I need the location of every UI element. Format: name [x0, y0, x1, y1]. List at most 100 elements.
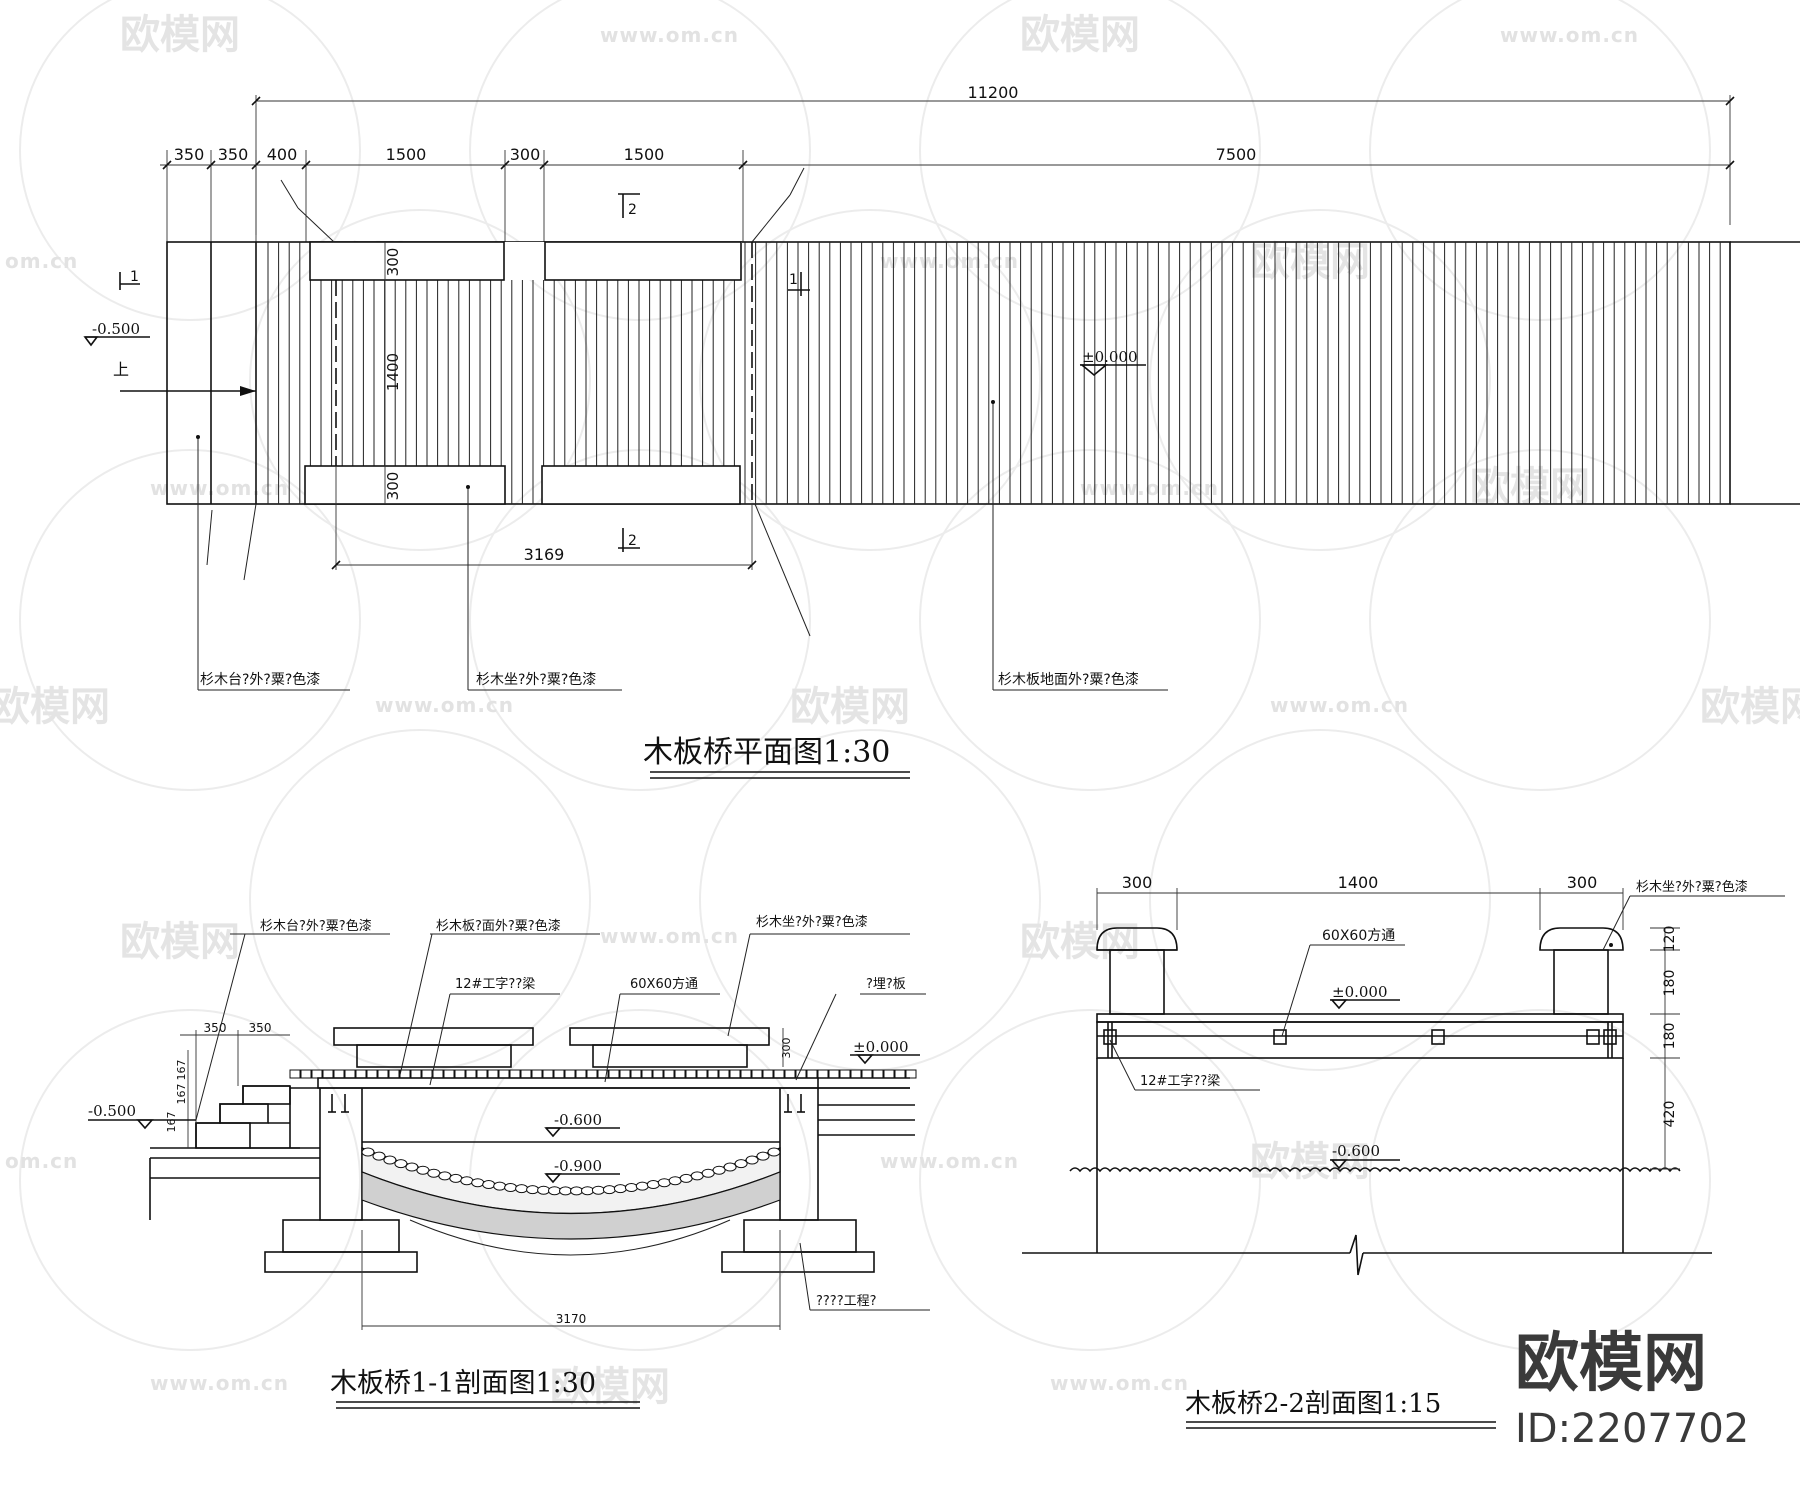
- section-2-2: 300 1400 300: [1022, 873, 1785, 1429]
- section-mark-label: 2: [628, 202, 637, 218]
- deck-board: [300, 1069, 312, 1079]
- pebble: [679, 1173, 693, 1183]
- deck-board: [740, 1069, 752, 1079]
- deck-board: [806, 1069, 818, 1079]
- deck-planks: [267, 242, 1721, 504]
- deck-board: [311, 1069, 323, 1079]
- elev-left: -0.500: [92, 320, 140, 338]
- pebble: [394, 1159, 408, 1169]
- watermark-layer: 欧模网 欧模网 欧模网 欧模网 欧模网 欧模网 欧模网 欧模网 欧模网 欧模网 …: [0, 0, 1800, 1410]
- label-bench: 杉木坐?外?粟?色漆: [1636, 879, 1748, 895]
- watermark-brand: 欧模网: [120, 12, 240, 58]
- deck-board: [729, 1069, 741, 1079]
- elev-m09: -0.900: [554, 1157, 602, 1175]
- pebble: [756, 1151, 770, 1161]
- section22-title: 木板桥2-2剖面图1:15: [1185, 1389, 1441, 1419]
- gravel-layer: [361, 1171, 781, 1240]
- beam-zone: [1096, 1021, 1624, 1059]
- water-wave: [1069, 1167, 1681, 1173]
- section-mark-label: 1: [789, 272, 798, 288]
- dim-350-a: 350: [204, 1021, 227, 1035]
- watermark-brand: 欧模网: [1020, 919, 1140, 965]
- dim-420: 420: [1662, 1101, 1678, 1128]
- deck-board: [531, 1069, 543, 1079]
- section11-title: 木板桥1-1剖面图1:30: [330, 1368, 596, 1399]
- pebble: [657, 1178, 671, 1188]
- model-id: ID:2207702: [1515, 1406, 1749, 1452]
- label-beam: 12#工字??梁: [455, 977, 535, 992]
- label-tube: 60X60方通: [630, 976, 698, 992]
- label-tube: 60X60方通: [1322, 928, 1395, 944]
- brand-logo: 欧模网: [1515, 1327, 1707, 1401]
- label-beam: 12#工字??梁: [1140, 1074, 1220, 1089]
- label-platform: 杉木台?外?粟?色漆: [200, 671, 320, 688]
- section-mark-2-top: [618, 193, 640, 218]
- deck: [1096, 1013, 1624, 1023]
- deck-board: [751, 1069, 763, 1079]
- watermark-url: www.om.cn: [150, 476, 289, 500]
- pebbles: [361, 1147, 781, 1196]
- watermark-url: www.om.cn: [150, 1371, 289, 1395]
- bench-top-left: [309, 241, 505, 281]
- pebble: [548, 1186, 561, 1196]
- deck-board: [894, 1069, 906, 1079]
- deck-board: [630, 1069, 642, 1079]
- elev-m05: -0.500: [88, 1102, 136, 1120]
- dim-180-a: 180: [1662, 970, 1678, 997]
- dim-1500-b: 1500: [624, 145, 665, 164]
- bench-cap-left: [1096, 927, 1178, 951]
- pebble: [635, 1181, 649, 1191]
- label-plate: ?埋?板: [866, 977, 906, 992]
- watermark-url: www.om.cn: [1050, 1371, 1189, 1395]
- deck-board: [498, 1069, 510, 1079]
- deck-board: [355, 1069, 367, 1079]
- deck-board: [850, 1069, 862, 1079]
- deck-board: [652, 1069, 664, 1079]
- pebble: [482, 1180, 496, 1189]
- deck-board: [421, 1069, 433, 1079]
- deck-board: [465, 1069, 477, 1079]
- watermark-url: www.om.cn: [1080, 476, 1219, 500]
- deck-board: [399, 1069, 411, 1079]
- deck-board: [388, 1069, 400, 1079]
- deck-board: [586, 1069, 598, 1079]
- dim-167-c: 167: [165, 1112, 178, 1133]
- steps: [149, 1085, 320, 1220]
- section-mark-1-right: [788, 272, 810, 296]
- pebble: [427, 1168, 441, 1178]
- pebble: [701, 1168, 715, 1178]
- watermark-url: www.om.cn: [1500, 23, 1639, 47]
- pebble: [745, 1155, 759, 1165]
- watermark-brand: 欧模网: [1700, 684, 1800, 730]
- bench-base: [592, 1044, 748, 1068]
- dim-400: 400: [267, 145, 298, 164]
- deck-board: [377, 1069, 389, 1079]
- plan-view: 11200 350 350 400 1500 300 1500 7500: [83, 83, 1800, 779]
- elev-0: ±0.000: [1332, 983, 1388, 1001]
- watermark-brand: 欧模网: [1470, 464, 1590, 510]
- section-1-1: 350 350 167 167 167 -0.500 300 ±0.000: [88, 914, 930, 1409]
- pebble: [767, 1147, 781, 1157]
- deck-board: [575, 1069, 587, 1079]
- deck-board: [289, 1069, 301, 1079]
- pebble: [515, 1184, 529, 1194]
- bench-dim-bottom: 300: [384, 472, 402, 501]
- bench-seat: [333, 1027, 534, 1046]
- pebble: [537, 1185, 551, 1195]
- deck-board: [839, 1069, 851, 1079]
- deck-board: [861, 1069, 873, 1079]
- deck-board: [333, 1069, 345, 1079]
- deck-board: [487, 1069, 499, 1079]
- pebble: [449, 1173, 463, 1183]
- deck-board: [454, 1069, 466, 1079]
- pebble: [383, 1155, 397, 1165]
- deck-board: [641, 1069, 653, 1079]
- label-board: 杉木板?面外?粟?色漆: [436, 918, 561, 934]
- section-mark-2-bottom: [618, 528, 640, 552]
- dim-167-b: 167: [175, 1084, 188, 1105]
- pebble: [405, 1162, 419, 1172]
- watermark-url: www.om.cn: [880, 1149, 1019, 1173]
- deck-board: [685, 1069, 697, 1079]
- elev-m06: -0.600: [554, 1111, 602, 1129]
